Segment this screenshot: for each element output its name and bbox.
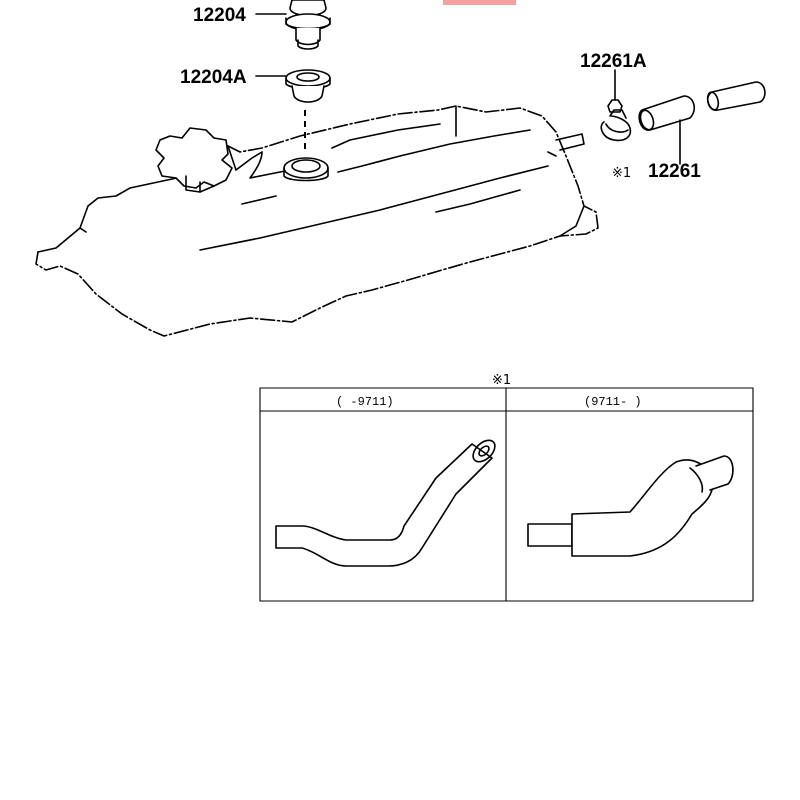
detail-right-header: (9711- ) bbox=[584, 395, 642, 409]
detail-box: ※1 ( -9711) (9711- ) bbox=[259, 373, 754, 602]
oil-filler-cap bbox=[155, 127, 233, 193]
grommet-12204A bbox=[285, 69, 331, 103]
detail-title: ※1 bbox=[492, 373, 511, 388]
valve-cover bbox=[35, 105, 599, 337]
label-12204A: 12204A bbox=[180, 67, 247, 88]
note-ref-mark: ※1 bbox=[612, 166, 631, 181]
pcv-valve-12204 bbox=[285, 0, 331, 50]
detail-left-header: ( -9711) bbox=[336, 395, 394, 409]
hose-later-type bbox=[527, 455, 734, 557]
grommet-seat bbox=[283, 157, 329, 182]
ventilation-hose-12261 bbox=[638, 81, 766, 131]
hose-clamp-12261A bbox=[600, 99, 632, 142]
label-12261: 12261 bbox=[648, 161, 701, 182]
label-12204: 12204 bbox=[193, 5, 246, 26]
hose-early-type bbox=[275, 439, 496, 567]
label-12261A: 12261A bbox=[580, 51, 647, 72]
top-marker-bar bbox=[443, 0, 516, 5]
